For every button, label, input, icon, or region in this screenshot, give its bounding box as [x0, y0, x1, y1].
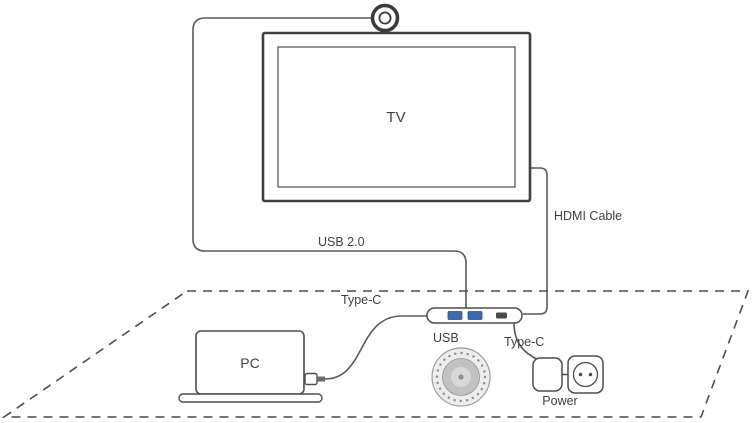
speaker-grille-dots [435, 351, 487, 403]
usb-port-1 [447, 311, 463, 320]
laptop: PC [178, 330, 323, 403]
usb-hub [426, 307, 523, 324]
table-surface [1, 290, 750, 418]
tv: TV [261, 31, 532, 203]
power-cable-line [513, 322, 540, 361]
label-usb-port: USB [433, 331, 459, 345]
label-hdmi-cable: HDMI Cable [554, 209, 622, 223]
label-usb-2-cable: USB 2.0 [318, 235, 365, 249]
camera-icon [370, 3, 400, 33]
tv-label: TV [386, 109, 405, 126]
speakerphone [431, 347, 491, 407]
hub-power-port [496, 312, 507, 319]
hdmi-cable-line [523, 167, 548, 315]
usb-port-2 [467, 311, 483, 320]
power-adapter-icon [532, 357, 568, 392]
power-outlet-icon [567, 355, 604, 394]
type-c-cable-pc-line [324, 315, 428, 380]
usb-2-cable-line [192, 17, 467, 309]
usb-plug-icon [304, 372, 325, 386]
tv-screen [277, 46, 516, 188]
pc-label: PC [240, 355, 259, 371]
label-type-c-pc: Type-C [341, 293, 381, 307]
label-type-c-power: Type-C [504, 335, 544, 349]
label-power: Power [542, 394, 577, 408]
laptop-base [178, 393, 323, 403]
